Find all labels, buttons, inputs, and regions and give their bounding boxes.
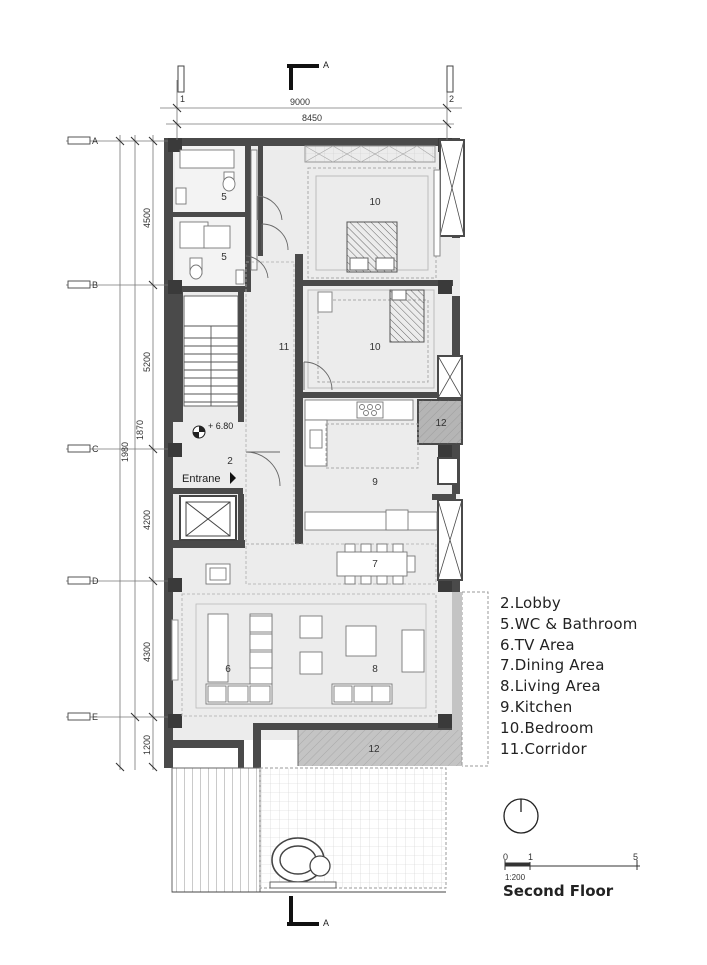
dim-total-width: 9000 xyxy=(290,97,310,107)
stair xyxy=(183,295,239,407)
legend-item: 10.Bedroom xyxy=(500,718,594,737)
dim-sub-height: 1870 xyxy=(135,420,145,440)
entrance-label: Entrane xyxy=(182,473,221,485)
room-label-lobby: 2 xyxy=(227,456,233,467)
room-label-wc-lower: 5 xyxy=(221,252,227,263)
window-boxes xyxy=(437,139,465,581)
level-text: + 6.80 xyxy=(208,421,233,431)
scale-tick-0: 0 xyxy=(503,852,508,862)
bedroom-upper xyxy=(304,145,441,279)
scale-bar xyxy=(504,860,640,870)
roof-deck xyxy=(171,767,447,893)
legend-item: 11.Corridor xyxy=(500,739,587,758)
legend-item: 5.WC & Bathroom xyxy=(500,614,638,633)
row-axis-label-e: E xyxy=(92,712,98,722)
kitchen xyxy=(304,399,438,531)
dim-seg-de: 4300 xyxy=(142,642,152,662)
section-mark-bottom: A xyxy=(287,896,329,928)
dim-seg-e: 1200 xyxy=(142,735,152,755)
wc-bathrooms xyxy=(175,149,258,285)
living-area xyxy=(171,593,437,717)
dining-table xyxy=(205,543,416,585)
dim-seg-bc: 5200 xyxy=(142,352,152,372)
room-label-dining: 7 xyxy=(372,559,378,570)
svg-text:1: 1 xyxy=(180,94,185,104)
drawing-title: Second Floor xyxy=(503,882,614,900)
room-label-kitchen: 9 xyxy=(372,477,378,488)
scale-tick-1: 1 xyxy=(528,852,533,862)
room-label-balcony-right: 12 xyxy=(435,418,447,429)
legend-item: 7.Dining Area xyxy=(500,656,605,675)
dim-inner-width: 8450 xyxy=(302,113,322,123)
svg-text:A: A xyxy=(323,60,329,70)
room-label-wc-upper: 5 xyxy=(221,192,227,203)
legend-item: 8.Living Area xyxy=(500,677,601,696)
row-axis-tags xyxy=(67,136,91,721)
scale-tick-5: 5 xyxy=(633,852,638,862)
room-label-corridor: 11 xyxy=(279,342,290,353)
elevator xyxy=(179,495,237,541)
room-label-living: 8 xyxy=(372,664,378,675)
north-symbol xyxy=(503,798,539,834)
dim-overall-height: 1980 xyxy=(120,442,130,462)
room-label-tv: 6 xyxy=(225,664,231,675)
entrance-arrow xyxy=(230,472,236,484)
bedroom-lower xyxy=(307,289,435,389)
svg-text:2: 2 xyxy=(449,94,454,104)
terrace-lower xyxy=(297,591,489,767)
column-axis-2: 2 xyxy=(446,65,454,104)
row-axis-label-c: C xyxy=(92,444,99,454)
dim-seg-cd: 4200 xyxy=(142,510,152,530)
legend-item: 2.Lobby xyxy=(500,594,561,612)
column-axis-1: 1 xyxy=(177,65,185,104)
scale-ratio: 1:200 xyxy=(505,873,526,882)
row-axis-label-d: D xyxy=(92,576,99,586)
svg-text:A: A xyxy=(323,918,329,928)
door-swings xyxy=(245,195,333,487)
interior-walls xyxy=(173,144,456,548)
room-label-bedroom-upper: 10 xyxy=(369,197,381,208)
dimension-ticks xyxy=(115,103,452,772)
legend-item: 6.TV Area xyxy=(500,635,575,654)
row-axis-label-b: B xyxy=(92,280,98,290)
corridor-guides xyxy=(245,261,437,585)
dim-seg-ab: 4500 xyxy=(142,208,152,228)
room-legend: 2.Lobby 5.WC & Bathroom 6.TV Area 7.Dini… xyxy=(500,593,638,759)
section-mark-top: A xyxy=(287,60,329,90)
level-marker xyxy=(192,425,206,439)
row-axis-label-a: A xyxy=(92,136,98,146)
room-label-bedroom-lower: 10 xyxy=(369,342,381,353)
legend-item: 9.Kitchen xyxy=(500,697,573,716)
room-label-terrace: 12 xyxy=(368,744,380,755)
